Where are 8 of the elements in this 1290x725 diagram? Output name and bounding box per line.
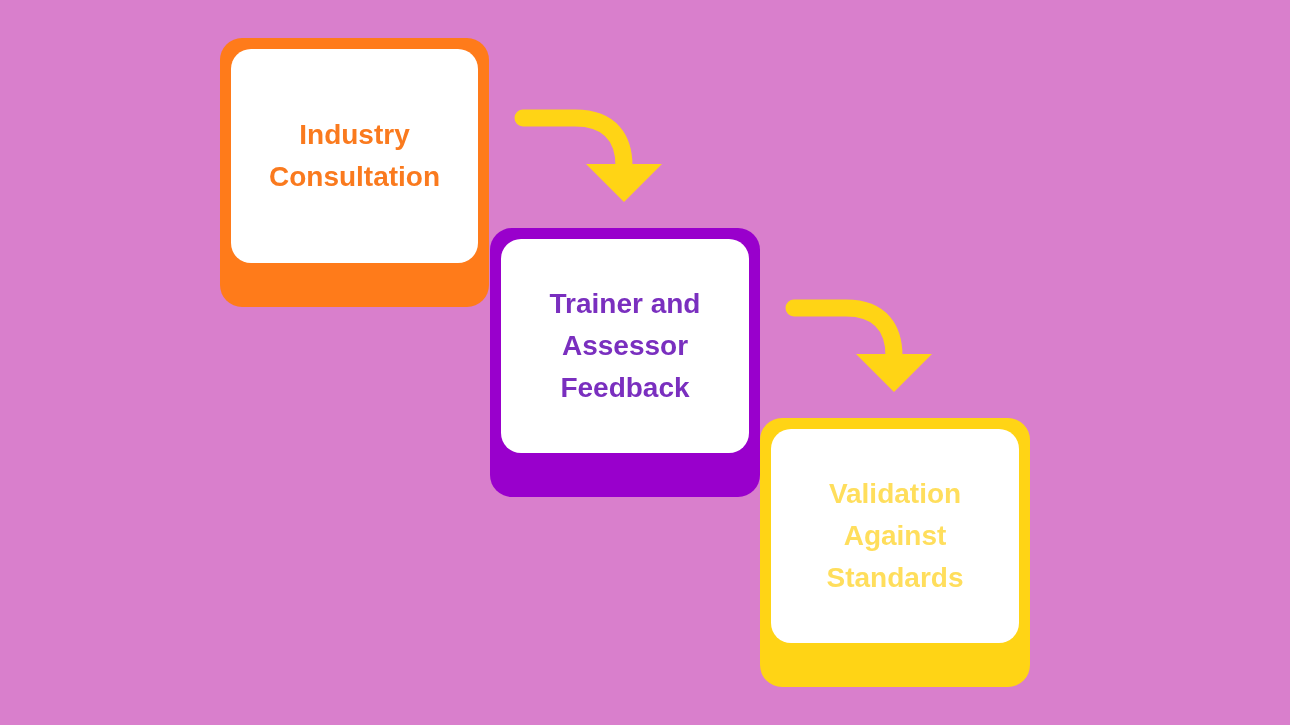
step-card [760, 418, 1030, 687]
step-label: Industry Consultation [267, 118, 442, 194]
curved-arrow [514, 109, 662, 202]
step-label: Validation Against Standards [825, 477, 965, 595]
step-card [220, 38, 489, 307]
step-label: Trainer and Assessor Feedback [548, 287, 702, 405]
curved-arrow [785, 299, 932, 392]
step-card [490, 228, 760, 497]
